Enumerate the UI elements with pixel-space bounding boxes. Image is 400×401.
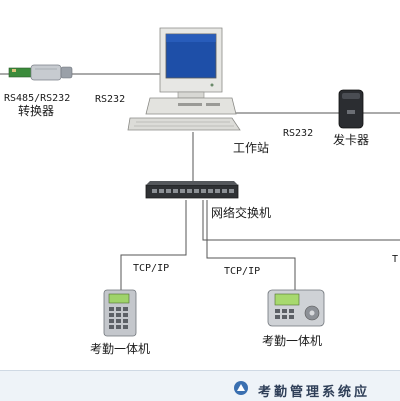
converter-device (8, 64, 73, 81)
link-label-rs232: RS232 (95, 94, 126, 105)
workstation-base-icon (127, 97, 241, 131)
card-issuer-label: 发卡器 (333, 133, 370, 147)
footer-band (0, 370, 400, 401)
attendance-terminal-icon (267, 289, 325, 327)
card-reader-icon (338, 89, 364, 129)
converter-label: RS485/RS232 (4, 93, 71, 104)
link-label-tcpip: TCP/IP (224, 266, 261, 277)
triangle-icon (234, 381, 248, 395)
workstation-label: 工作站 (233, 141, 270, 155)
terminal-label: 考勤一体机 (262, 334, 323, 348)
link-switch-terminal2 (206, 200, 296, 290)
monitor-icon (159, 27, 223, 99)
link-switch-right (202, 200, 400, 241)
link-label-tcpip: TCP/IP (133, 263, 170, 274)
network-switch-icon (145, 181, 239, 199)
link-switch-terminal1 (120, 200, 187, 290)
link-label-rs232: RS232 (283, 128, 314, 139)
attendance-terminal-icon (103, 289, 137, 337)
terminal-label: 考勤一体机 (90, 342, 151, 356)
converter-label: 转换器 (18, 104, 55, 118)
switch-label: 网络交换机 (211, 206, 272, 220)
link-label-partial: T (392, 254, 399, 265)
footer-title: 考勤管理系统应 (258, 385, 371, 400)
